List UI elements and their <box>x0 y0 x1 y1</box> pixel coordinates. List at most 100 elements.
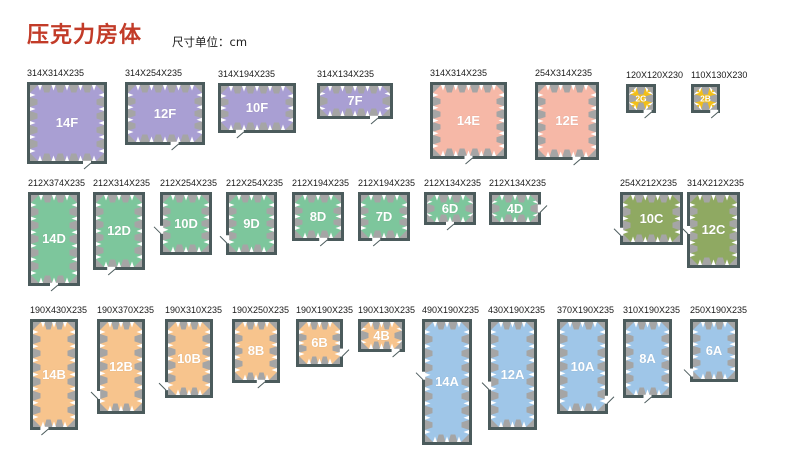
seat-gap <box>96 203 102 207</box>
seat-gap <box>184 246 188 252</box>
corner-seat-icon <box>645 87 653 95</box>
room-wall <box>557 319 608 414</box>
corner-seat-icon <box>433 85 441 93</box>
seat-gap <box>136 203 142 207</box>
corner-seat-icon <box>134 259 142 267</box>
seat-gap <box>693 354 699 359</box>
corner-seat-icon <box>394 322 402 330</box>
seat-icon <box>491 348 499 359</box>
seat-gap <box>463 344 469 349</box>
corner-seat-icon <box>67 322 75 330</box>
seat-icon <box>729 206 737 216</box>
seat-gap <box>51 85 56 91</box>
seat-gap <box>457 322 461 328</box>
seat-gap <box>262 246 266 252</box>
room-4b: 4B <box>358 319 405 358</box>
unit-note: 尺寸单位：cm <box>172 35 248 49</box>
seat-icon <box>646 234 657 242</box>
room-floorplan <box>158 319 213 398</box>
seat-icon <box>100 361 108 372</box>
corner-seat-icon <box>727 371 735 379</box>
corner-seat-icon <box>729 257 737 265</box>
seat-gap <box>117 195 121 201</box>
room-floorplan <box>424 192 476 231</box>
corner-seat-icon <box>530 214 538 222</box>
seat-icon <box>271 122 282 130</box>
seat-icon <box>701 195 712 203</box>
seat-icon <box>331 108 341 116</box>
corner-seat-icon <box>194 134 202 142</box>
corner-seat-icon <box>269 322 277 330</box>
seat-icon <box>385 195 396 203</box>
seat-gap <box>599 330 605 334</box>
seat-gap <box>631 195 635 201</box>
seat-icon <box>235 358 243 369</box>
seat-icon <box>502 419 512 427</box>
corner-seat-icon <box>266 244 274 252</box>
room-wall <box>358 192 410 241</box>
seat-gap <box>104 195 108 201</box>
seat-icon <box>67 404 75 415</box>
seat-gap <box>425 387 431 392</box>
seat-gap <box>329 232 333 238</box>
seat-icon <box>128 121 136 131</box>
corner-seat-icon <box>69 275 77 283</box>
room-wall <box>232 319 280 383</box>
seat-icon <box>134 375 142 386</box>
seat-gap <box>69 358 75 363</box>
seat-gap <box>593 405 597 411</box>
seat-icon <box>560 389 568 400</box>
seat-icon <box>715 195 726 203</box>
seat-icon <box>538 122 546 133</box>
corner-seat-icon <box>661 387 669 395</box>
seat-gap <box>461 195 465 201</box>
seat-gap <box>271 368 277 372</box>
seat-gap <box>499 322 503 328</box>
room-wall <box>30 319 78 430</box>
seat-gap <box>176 136 181 142</box>
seat-gap <box>31 203 37 207</box>
room-size-label: 314X314X235 <box>430 68 488 78</box>
seat-icon <box>444 85 455 93</box>
room-size-label: 430X190X235 <box>488 305 546 315</box>
corner-seat-icon <box>168 387 176 395</box>
seat-gap <box>119 405 123 411</box>
door-icon <box>219 235 230 244</box>
seat-gap <box>235 330 241 334</box>
seat-gap <box>365 110 370 116</box>
seat-gap <box>243 374 247 380</box>
seat-gap <box>163 215 169 220</box>
corner-seat-icon <box>320 108 328 116</box>
seat-icon <box>100 375 108 386</box>
seating <box>425 322 469 442</box>
seat-icon <box>571 403 581 411</box>
corner-seat-icon <box>709 102 717 110</box>
seat-gap <box>30 135 36 139</box>
seat-gap <box>31 230 37 235</box>
seat-gap <box>498 144 504 148</box>
seat-icon <box>168 333 176 344</box>
seat-icon <box>69 247 77 258</box>
seat-icon <box>187 195 198 203</box>
seat-icon <box>727 358 735 368</box>
seat-icon <box>701 102 710 110</box>
seat-gap <box>401 214 407 219</box>
seat-gap <box>71 257 77 262</box>
seat-icon <box>516 214 527 222</box>
seat-icon <box>41 153 52 161</box>
seat-icon <box>332 344 340 353</box>
seat-gap <box>31 216 37 221</box>
seat-gap <box>316 195 320 201</box>
seat-gap <box>190 136 194 142</box>
seat-gap <box>71 243 77 248</box>
corner-seat-icon <box>333 195 341 203</box>
seat-gap <box>229 215 235 220</box>
seat-icon <box>461 362 469 373</box>
door-icon <box>604 395 615 405</box>
seat-icon <box>491 376 499 387</box>
seat-icon <box>257 322 266 330</box>
seat-icon <box>461 334 469 345</box>
seat-gap <box>663 383 669 387</box>
corner-seat-icon <box>382 86 390 94</box>
seat-gap <box>65 85 69 91</box>
